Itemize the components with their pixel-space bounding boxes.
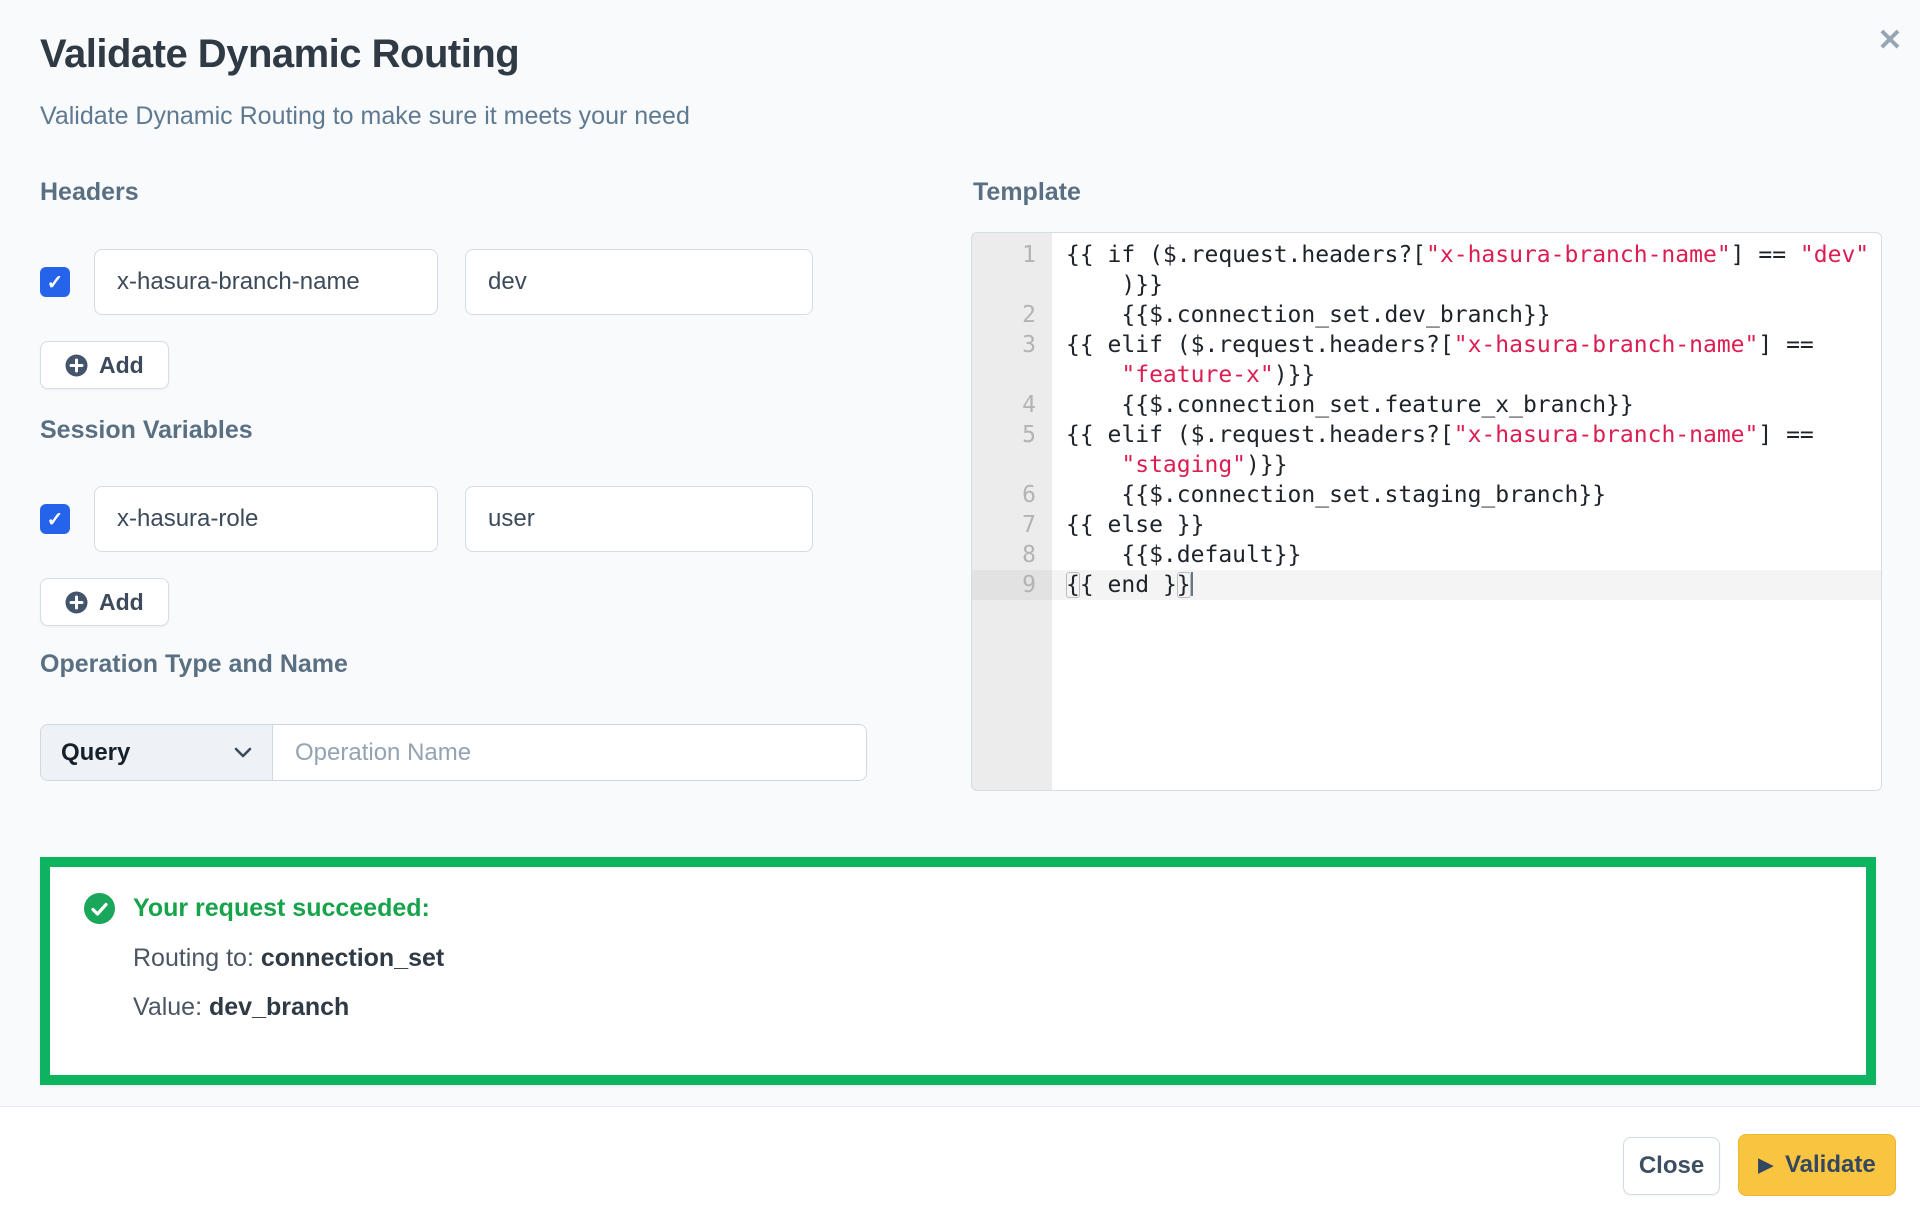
result-routing-line: Routing to: connection_set — [133, 944, 1866, 973]
routing-label: Routing to: — [133, 944, 261, 972]
line-number: 9 — [972, 570, 1052, 600]
result-value-line: Value: dev_branch — [133, 993, 1866, 1022]
close-button[interactable]: Close — [1623, 1137, 1720, 1195]
operation-type-value: Query — [61, 738, 131, 766]
session-row: ✓ — [40, 486, 813, 552]
code-line: 8 {{$.default}} — [972, 540, 1881, 570]
line-number: 8 — [1022, 542, 1036, 568]
line-number: 5 — [1022, 422, 1036, 448]
value-label: Value: — [133, 993, 209, 1021]
operation-section-label: Operation Type and Name — [40, 650, 348, 678]
session-section-label: Session Variables — [40, 416, 253, 444]
header-enabled-checkbox[interactable]: ✓ — [40, 267, 70, 297]
operation-name-input[interactable] — [273, 725, 866, 780]
add-button-label: Add — [99, 588, 144, 615]
code-text: {{$.connection_set.staging_branch}} — [1066, 482, 1607, 508]
code-line: 3 {{ elif ($.request.headers?["x-hasura-b… — [972, 330, 1881, 390]
plus-circle-icon — [65, 591, 88, 613]
add-session-variable-button[interactable]: Add — [40, 578, 169, 626]
add-button-label: Add — [99, 351, 144, 378]
validation-result-panel: Your request succeeded: Routing to: conn… — [40, 857, 1876, 1085]
operation-group: Query — [40, 724, 867, 781]
code-line: 6 {{$.connection_set.staging_branch}} — [972, 480, 1881, 510]
line-number: 1 — [1022, 242, 1036, 268]
play-icon: ▶ — [1758, 1154, 1773, 1176]
code-line: 7 {{ else }} — [972, 510, 1881, 540]
code-lines: 1 {{ if ($.request.headers?["x-hasura-bra… — [972, 240, 1881, 600]
line-number: 4 — [1022, 392, 1036, 418]
code-line: 5 {{ elif ($.request.headers?["x-hasura-b… — [972, 420, 1881, 480]
line-number: 2 — [1022, 302, 1036, 328]
text-cursor — [1190, 572, 1193, 596]
session-key-input[interactable] — [94, 486, 438, 552]
validate-button-label: Validate — [1784, 1151, 1876, 1178]
code-text: {{ elif ($.request.headers?["x-hasura-br… — [1066, 422, 1814, 478]
chevron-down-icon — [234, 747, 252, 758]
success-check-icon — [84, 893, 115, 924]
line-number: 7 — [1022, 512, 1036, 538]
code-line: 1 {{ if ($.request.headers?["x-hasura-bra… — [972, 240, 1881, 300]
routing-value: connection_set — [260, 944, 445, 972]
code-line: 4 {{$.connection_set.feature_x_branch}} — [972, 390, 1881, 420]
line-number: 6 — [1022, 482, 1036, 508]
headers-section-label: Headers — [40, 178, 139, 206]
code-text: {{$.default}} — [1066, 542, 1302, 568]
check-icon: ✓ — [46, 508, 64, 531]
modal-footer: Close ▶ Validate — [0, 1106, 1920, 1214]
header-value-input[interactable] — [465, 249, 813, 315]
session-value-input[interactable] — [465, 486, 813, 552]
template-code-editor[interactable]: 1 {{ if ($.request.headers?["x-hasura-bra… — [971, 232, 1882, 791]
validate-button[interactable]: ▶ Validate — [1738, 1134, 1896, 1196]
page-subtitle: Validate Dynamic Routing to make sure it… — [40, 102, 690, 130]
result-title: Your request succeeded: — [133, 894, 430, 922]
line-number: 3 — [1022, 332, 1036, 358]
close-icon[interactable]: ✕ — [1877, 23, 1903, 57]
code-text: {{ if ($.request.headers?["x-hasura-bran… — [1066, 242, 1870, 298]
code-text: {{ end }} — [1052, 570, 1881, 600]
code-text: {{$.connection_set.dev_branch}} — [1066, 302, 1551, 328]
operation-type-select[interactable]: Query — [41, 725, 273, 780]
code-line: 9{{ end }} — [972, 570, 1881, 600]
header-key-input[interactable] — [94, 249, 438, 315]
add-header-button[interactable]: Add — [40, 341, 169, 389]
session-enabled-checkbox[interactable]: ✓ — [40, 504, 70, 534]
code-text: {{ elif ($.request.headers?["x-hasura-br… — [1066, 332, 1814, 388]
template-section-label: Template — [973, 178, 1081, 206]
header-row: ✓ — [40, 249, 813, 315]
code-text: {{$.connection_set.feature_x_branch}} — [1066, 392, 1634, 418]
value-value: dev_branch — [208, 993, 350, 1021]
code-text: {{ else }} — [1066, 512, 1205, 538]
page-title: Validate Dynamic Routing — [40, 32, 520, 76]
check-icon: ✓ — [46, 271, 64, 294]
plus-circle-icon — [65, 354, 88, 376]
code-line: 2 {{$.connection_set.dev_branch}} — [972, 300, 1881, 330]
